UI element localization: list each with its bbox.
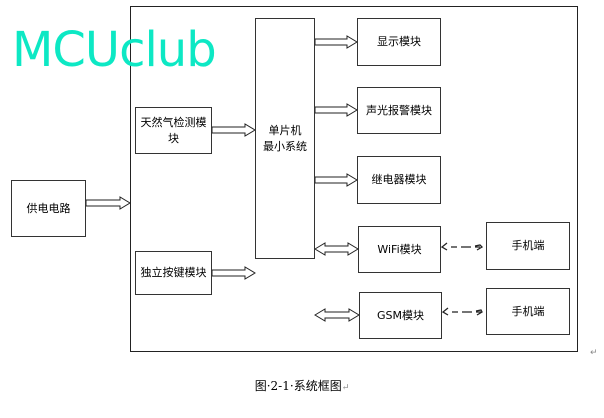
return-mark-2: ↵ — [590, 348, 598, 358]
relay-label: 继电器模块 — [371, 173, 427, 186]
power-label: 供电电路 — [26, 201, 71, 215]
display-label: 显示模块 — [377, 35, 421, 48]
wifi-label: WiFi模块 — [377, 242, 422, 256]
alarm-label: 声光报警模块 — [366, 103, 432, 117]
phone-label-1: 手机端 — [511, 239, 545, 252]
gas-arrow — [211, 123, 256, 137]
gsm-arrow — [314, 308, 360, 322]
wifi-box: WiFi模块 — [358, 226, 441, 273]
relay-box: 继电器模块 — [357, 156, 441, 204]
phone-box-1: 手机端 — [486, 222, 570, 270]
wifi-arrow — [314, 242, 359, 256]
power-box: 供电电路 — [11, 180, 86, 237]
display-box: 显示模块 — [357, 18, 441, 66]
gas-label: 天然气检测模块 — [140, 115, 207, 145]
watermark-logo: MCUclub — [12, 22, 217, 78]
relay-arrow — [314, 173, 358, 187]
key-arrow — [211, 266, 256, 280]
phone-box-2: 手机端 — [486, 288, 570, 335]
display-arrow — [314, 35, 358, 49]
key-box: 独立按键模块 — [135, 251, 212, 295]
gsm-label: GSM模块 — [377, 308, 424, 322]
return-mark: ↵ — [341, 383, 350, 393]
system-frame — [130, 6, 578, 352]
caption-text: 图·2-1·系统框图 — [254, 379, 342, 393]
figure-caption: 图·2-1·系统框图↵ — [0, 377, 604, 394]
power-arrow — [85, 196, 131, 210]
alarm-arrow — [314, 103, 358, 117]
phone-label-2: 手机端 — [511, 304, 545, 318]
wireless-link-gsm — [441, 307, 483, 316]
key-label: 独立按键模块 — [140, 266, 207, 279]
mcu-label-1: 单片机 — [268, 123, 302, 137]
wireless-link-wifi — [440, 242, 484, 251]
gas-box: 天然气检测模块 — [135, 107, 212, 154]
mcu-box: 单片机最小系统 — [255, 18, 315, 259]
alarm-box: 声光报警模块 — [357, 87, 441, 134]
gsm-box: GSM模块 — [359, 292, 442, 339]
mcu-label-2: 最小系统 — [263, 139, 307, 153]
